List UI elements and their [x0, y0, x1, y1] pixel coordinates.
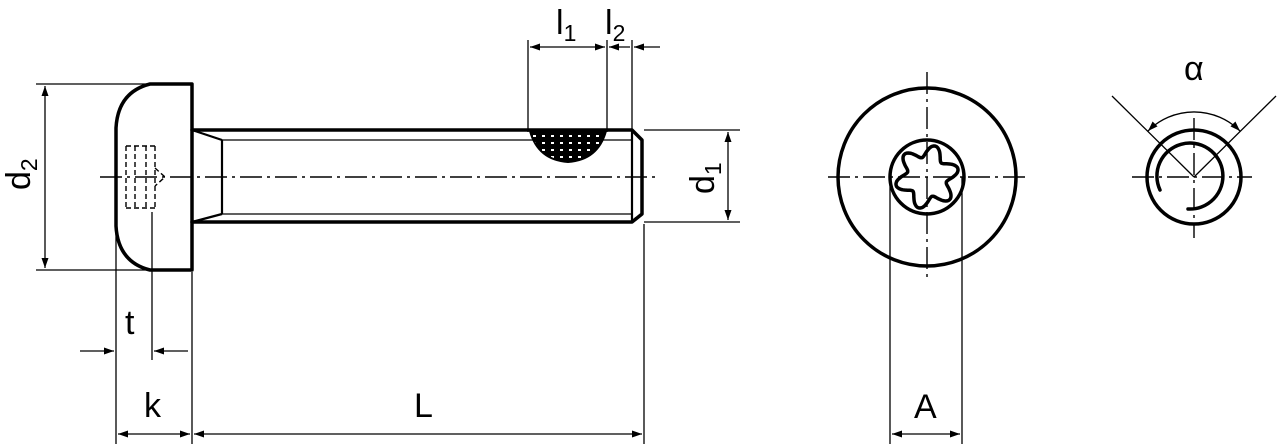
drive-recess-hidden — [125, 145, 167, 209]
L-label: L — [414, 387, 433, 425]
angle-arc — [1147, 111, 1241, 132]
dimension-l1-l2: l1 l2 — [527, 4, 660, 132]
t-label: t — [125, 304, 135, 342]
dimension-A: A — [889, 177, 963, 444]
angle-leg-left — [1111, 95, 1195, 178]
k-label: k — [144, 387, 162, 425]
alpha-label: α — [1184, 50, 1204, 88]
dimension-t: t — [80, 212, 188, 444]
screw-end-view — [828, 72, 1030, 282]
l2-label: l2 — [605, 4, 625, 46]
pan-head — [114, 82, 194, 272]
dimension-d2: d2 — [0, 83, 150, 271]
d1-label: d1 — [684, 162, 726, 194]
angle-leg-right — [1193, 95, 1277, 178]
screw-side-view — [100, 82, 660, 272]
l1-label: l1 — [556, 4, 576, 46]
dimension-L: L — [194, 224, 645, 444]
head-outline-circle — [836, 86, 1018, 268]
A-label: A — [914, 388, 937, 426]
dimension-d1: d1 — [644, 129, 740, 223]
underhead-fillet-bottom — [191, 212, 223, 224]
torx-drive-profile — [894, 144, 960, 210]
locking-patch — [528, 130, 608, 164]
d2-label: d2 — [0, 158, 42, 190]
dimension-k: k — [118, 272, 193, 444]
detail-inner-arc — [1155, 141, 1225, 211]
drive-detail-view: α — [1111, 50, 1277, 238]
underhead-fillet-top — [191, 128, 223, 142]
